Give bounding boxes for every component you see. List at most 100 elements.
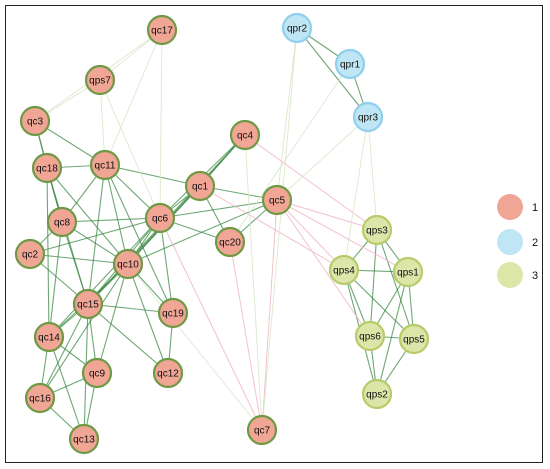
legend-label: 3 — [532, 270, 538, 282]
node-circle — [398, 323, 430, 355]
edge-qps3-qps5 — [376, 229, 415, 340]
edge-qc5-qps1 — [276, 199, 409, 273]
node-qc18: qc18 — [31, 152, 63, 184]
node-qc17: qc17 — [146, 14, 178, 46]
node-label: qps3 — [366, 226, 388, 237]
node-qc6: qc6 — [144, 202, 176, 234]
node-circle — [229, 119, 261, 151]
node-circle — [361, 214, 393, 246]
node-label: qc20 — [219, 238, 241, 249]
edge-qc5-qps6 — [276, 199, 371, 337]
node-qc3: qc3 — [19, 105, 51, 137]
node-qc11: qc11 — [89, 149, 121, 181]
node-qc8: qc8 — [46, 206, 78, 238]
edge-qc6-qc7 — [159, 217, 263, 431]
edge-qc6-qc19 — [159, 217, 174, 314]
edge-qc6-qc2 — [29, 217, 161, 255]
node-qps7: qps7 — [84, 64, 116, 96]
node-qps4: qps4 — [328, 254, 360, 286]
edge-qc11-qc1 — [104, 164, 201, 187]
node-label: qc16 — [29, 394, 51, 405]
edge-qpr2-qpr3 — [296, 27, 369, 118]
node-label: qc13 — [73, 435, 95, 446]
edge-qc18-qc14 — [46, 167, 50, 338]
node-label: qc10 — [117, 260, 139, 271]
edge-qc1-qps4 — [199, 185, 345, 271]
node-circle — [334, 48, 366, 80]
node-circle — [144, 202, 176, 234]
edge-qc17-qc11 — [104, 29, 163, 166]
edge-qps1-qps2 — [376, 271, 409, 395]
edge-qc6-qc14 — [48, 217, 161, 338]
edge-qc15-qc12 — [87, 303, 169, 374]
edge-qc8-qc6 — [61, 217, 161, 223]
edge-qc14-qc13 — [48, 336, 85, 440]
edge-qpr1-qc20 — [229, 63, 351, 243]
node-circle — [72, 288, 104, 320]
node-circle — [84, 64, 116, 96]
node-label: qc19 — [162, 309, 184, 320]
node-label: qps2 — [366, 390, 388, 401]
edge-qc4-qps3 — [244, 134, 378, 231]
legend-item-1: 1 — [497, 194, 538, 220]
node-qps1: qps1 — [392, 256, 424, 288]
node-qpr1: qpr1 — [334, 48, 366, 80]
node-qc19: qc19 — [157, 297, 189, 329]
node-circle — [24, 382, 56, 414]
edge-qps4-qps5 — [343, 269, 415, 340]
edge-qps7-qc6 — [99, 79, 161, 219]
node-circle — [281, 12, 313, 44]
node-label: qc3 — [27, 117, 44, 128]
edge-qc20-qc7 — [229, 241, 263, 431]
node-qc5: qc5 — [261, 184, 293, 216]
legend-item-3: 3 — [497, 262, 538, 288]
node-label: qpr2 — [287, 24, 307, 35]
node-circle — [184, 170, 216, 202]
node-circle — [68, 423, 100, 455]
node-circle — [246, 414, 278, 446]
node-circle — [46, 206, 78, 238]
edge-qc11-qc19 — [104, 164, 174, 314]
edge-qpr3-qc5 — [276, 116, 369, 201]
node-label: qpr3 — [358, 113, 378, 124]
node-label: qps6 — [359, 332, 381, 343]
edge-qc2-qc10 — [29, 253, 129, 265]
node-qc4: qc4 — [229, 119, 261, 151]
node-qps5: qps5 — [398, 323, 430, 355]
legend-swatch — [497, 194, 523, 220]
node-circle — [361, 378, 393, 410]
node-circle — [112, 248, 144, 280]
edge-qc17-qc6 — [159, 29, 163, 219]
node-circle — [214, 226, 246, 258]
node-label: qc5 — [269, 196, 286, 207]
edge-qc10-qc12 — [127, 263, 169, 374]
node-circle — [354, 320, 386, 352]
node-label: qps7 — [89, 76, 111, 87]
node-label: qc8 — [54, 218, 71, 229]
edge-qc18-qc10 — [46, 167, 129, 265]
legend-label: 1 — [532, 202, 538, 214]
edge-qc11-qc10 — [104, 164, 129, 265]
edge-qc4-qc7 — [244, 134, 263, 431]
node-circle — [392, 256, 424, 288]
edge-qpr2-qc7 — [261, 27, 298, 431]
node-qc10: qc10 — [112, 248, 144, 280]
edge-qc5-qps4 — [276, 199, 345, 271]
node-label: qc2 — [22, 250, 39, 261]
node-qc16: qc16 — [24, 382, 56, 414]
edge-qc10-qc7 — [127, 263, 263, 431]
node-circle — [31, 152, 63, 184]
node-circle — [352, 101, 384, 133]
node-label: qc12 — [157, 369, 179, 380]
edge-qc10-qc16 — [39, 263, 129, 399]
node-layer: qc17 qps7 qc3 qc18 qc11 qc4 qc1 qc5 qc8 qc6 qc20 qc… — [14, 12, 430, 455]
node-qps6: qps6 — [354, 320, 386, 352]
node-qc7: qc7 — [246, 414, 278, 446]
node-qps2: qps2 — [361, 378, 393, 410]
node-qc1: qc1 — [184, 170, 216, 202]
node-qc9: qc9 — [81, 357, 113, 389]
node-label: qps4 — [333, 266, 355, 277]
node-label: qc9 — [89, 369, 106, 380]
edge-qc8-qc14 — [48, 221, 63, 338]
edge-qc5-qc7 — [261, 199, 278, 431]
